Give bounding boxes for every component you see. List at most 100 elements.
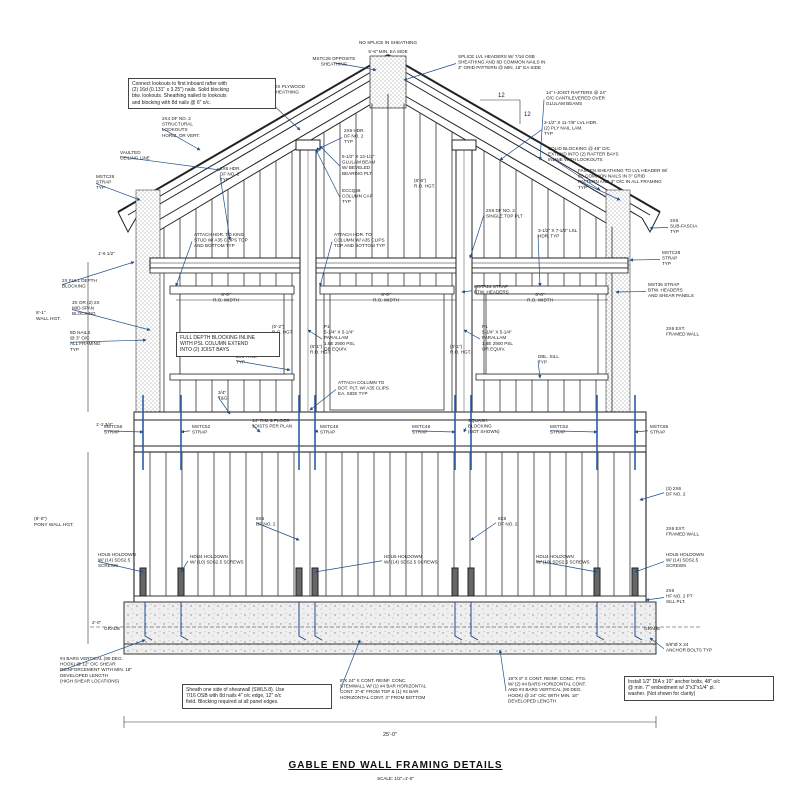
dim-ro-hgt-upper-right: (8'-6")R.O. HGT.	[414, 178, 435, 189]
label-anchor-bolts-leader	[649, 637, 665, 650]
label-rim-floor-leader	[251, 424, 261, 433]
dim-pony-wall-height: (8'-0")PONY WALL HGT.	[34, 516, 74, 528]
label-rebar-vertical-leader	[59, 639, 146, 672]
gable-studs	[163, 94, 613, 412]
floor-band	[133, 411, 647, 453]
label-mstc28-left-leader	[95, 183, 141, 201]
label-splice-lvl-leader	[403, 63, 457, 81]
label-grade-left: GRADE	[104, 626, 120, 631]
roof	[117, 54, 661, 234]
label-ijoist-rafters: 14" I-JOIST RAFTERS @ 24"O/C CANTILEVERE…	[546, 90, 607, 106]
label-hdu5-right-leader	[634, 561, 665, 573]
label-vaulted-ceiling-leader	[119, 156, 221, 172]
label-lsl-hdr-leader	[537, 234, 542, 287]
dim-foundation-height: 2'-0"	[92, 620, 102, 625]
label-ext-wall-upper: 2X6 EXT.FRAMED WALL	[666, 326, 699, 337]
lower-wall	[133, 451, 647, 603]
label-nails-8d-leader	[69, 338, 147, 343]
label-hdu5-mid-leader	[314, 560, 383, 574]
note-anchor-install: Install 1/2" DIA x 10" anchor bolts, 48"…	[624, 676, 774, 701]
dim-ro-hgt-mid-right: (6'-1")R.O. HGT.	[450, 344, 471, 355]
right-end-sheathing	[605, 189, 631, 413]
label-hdu4-right-leader	[535, 560, 598, 574]
label-glulam-leader	[319, 145, 341, 167]
label-lvl-hdr: 3-1/2" X 11-7/8" LVL HDR.(2) PLY NAIL LA…	[544, 120, 597, 136]
label-structural-lookouts-leader	[161, 127, 201, 151]
label-hdu4-left-leader	[180, 560, 189, 573]
label-twin-2x6-leader	[639, 492, 665, 501]
foundation	[90, 601, 700, 655]
dim-floor-offset: 1'-2 3/4"	[96, 422, 113, 427]
label-grade-right: GRADE	[644, 626, 660, 631]
label-mstc66-left-leader	[103, 430, 144, 434]
label-tg-leader	[217, 396, 231, 415]
label-tg: 3/4"T&G	[218, 390, 228, 401]
label-mstc66-right-leader	[634, 429, 649, 434]
label-squash-blocking-leader	[463, 427, 467, 433]
label-fasten-sheathing: FASTEN SHEATHING TO LVL HEADER W/8D COMM…	[578, 168, 668, 190]
label-full-depth-blocking-leader	[61, 261, 135, 286]
label-hdu5-left-leader	[97, 561, 144, 574]
label-attach-hdr-column-leader	[319, 241, 333, 287]
label-trim-2x6-leader	[235, 360, 291, 372]
dim-ro-width-left: 6'-0"R.O. WIDTH	[213, 292, 239, 303]
label-stud-left-leader	[255, 522, 300, 541]
label-mstc48-right-leader	[411, 430, 456, 434]
note-blocking-inline: FULL DEPTH BLOCKING INLINE WITH PSL COLU…	[176, 332, 280, 357]
label-mstc52-right-leader	[549, 430, 598, 434]
glulam-caps	[295, 139, 477, 151]
page-title: GABLE END WALL FRAMING DETAILS	[288, 760, 503, 771]
leader-lines	[59, 62, 669, 692]
note-lookouts: Connect lookouts to first inboard rafter…	[128, 78, 276, 109]
label-stud-right-leader	[470, 522, 497, 541]
dim-ro-width-right: 6'-0"R.O. WIDTH	[527, 292, 553, 303]
label-ext-wall-lower: 2X6 EXT.FRAMED WALL	[666, 526, 699, 537]
label-stemwall-leader	[339, 639, 361, 691]
left-end-sheathing	[135, 189, 161, 413]
dim-ro-hgt-left: (5'-2")R.O. HGT.	[272, 324, 293, 335]
label-psl-right-leader	[463, 329, 481, 340]
dim-wall-height: 8'-1"WALL HGT.	[36, 310, 61, 322]
label-ridge-min: 5'-6" MIN. EA SIDE	[368, 49, 407, 54]
holdowns	[139, 567, 639, 597]
label-mstc52-left-leader	[180, 429, 191, 434]
label-no-splice: NO SPLICE IN SHEATHING	[359, 40, 418, 45]
label-mid-span-blocking-leader	[71, 309, 151, 331]
